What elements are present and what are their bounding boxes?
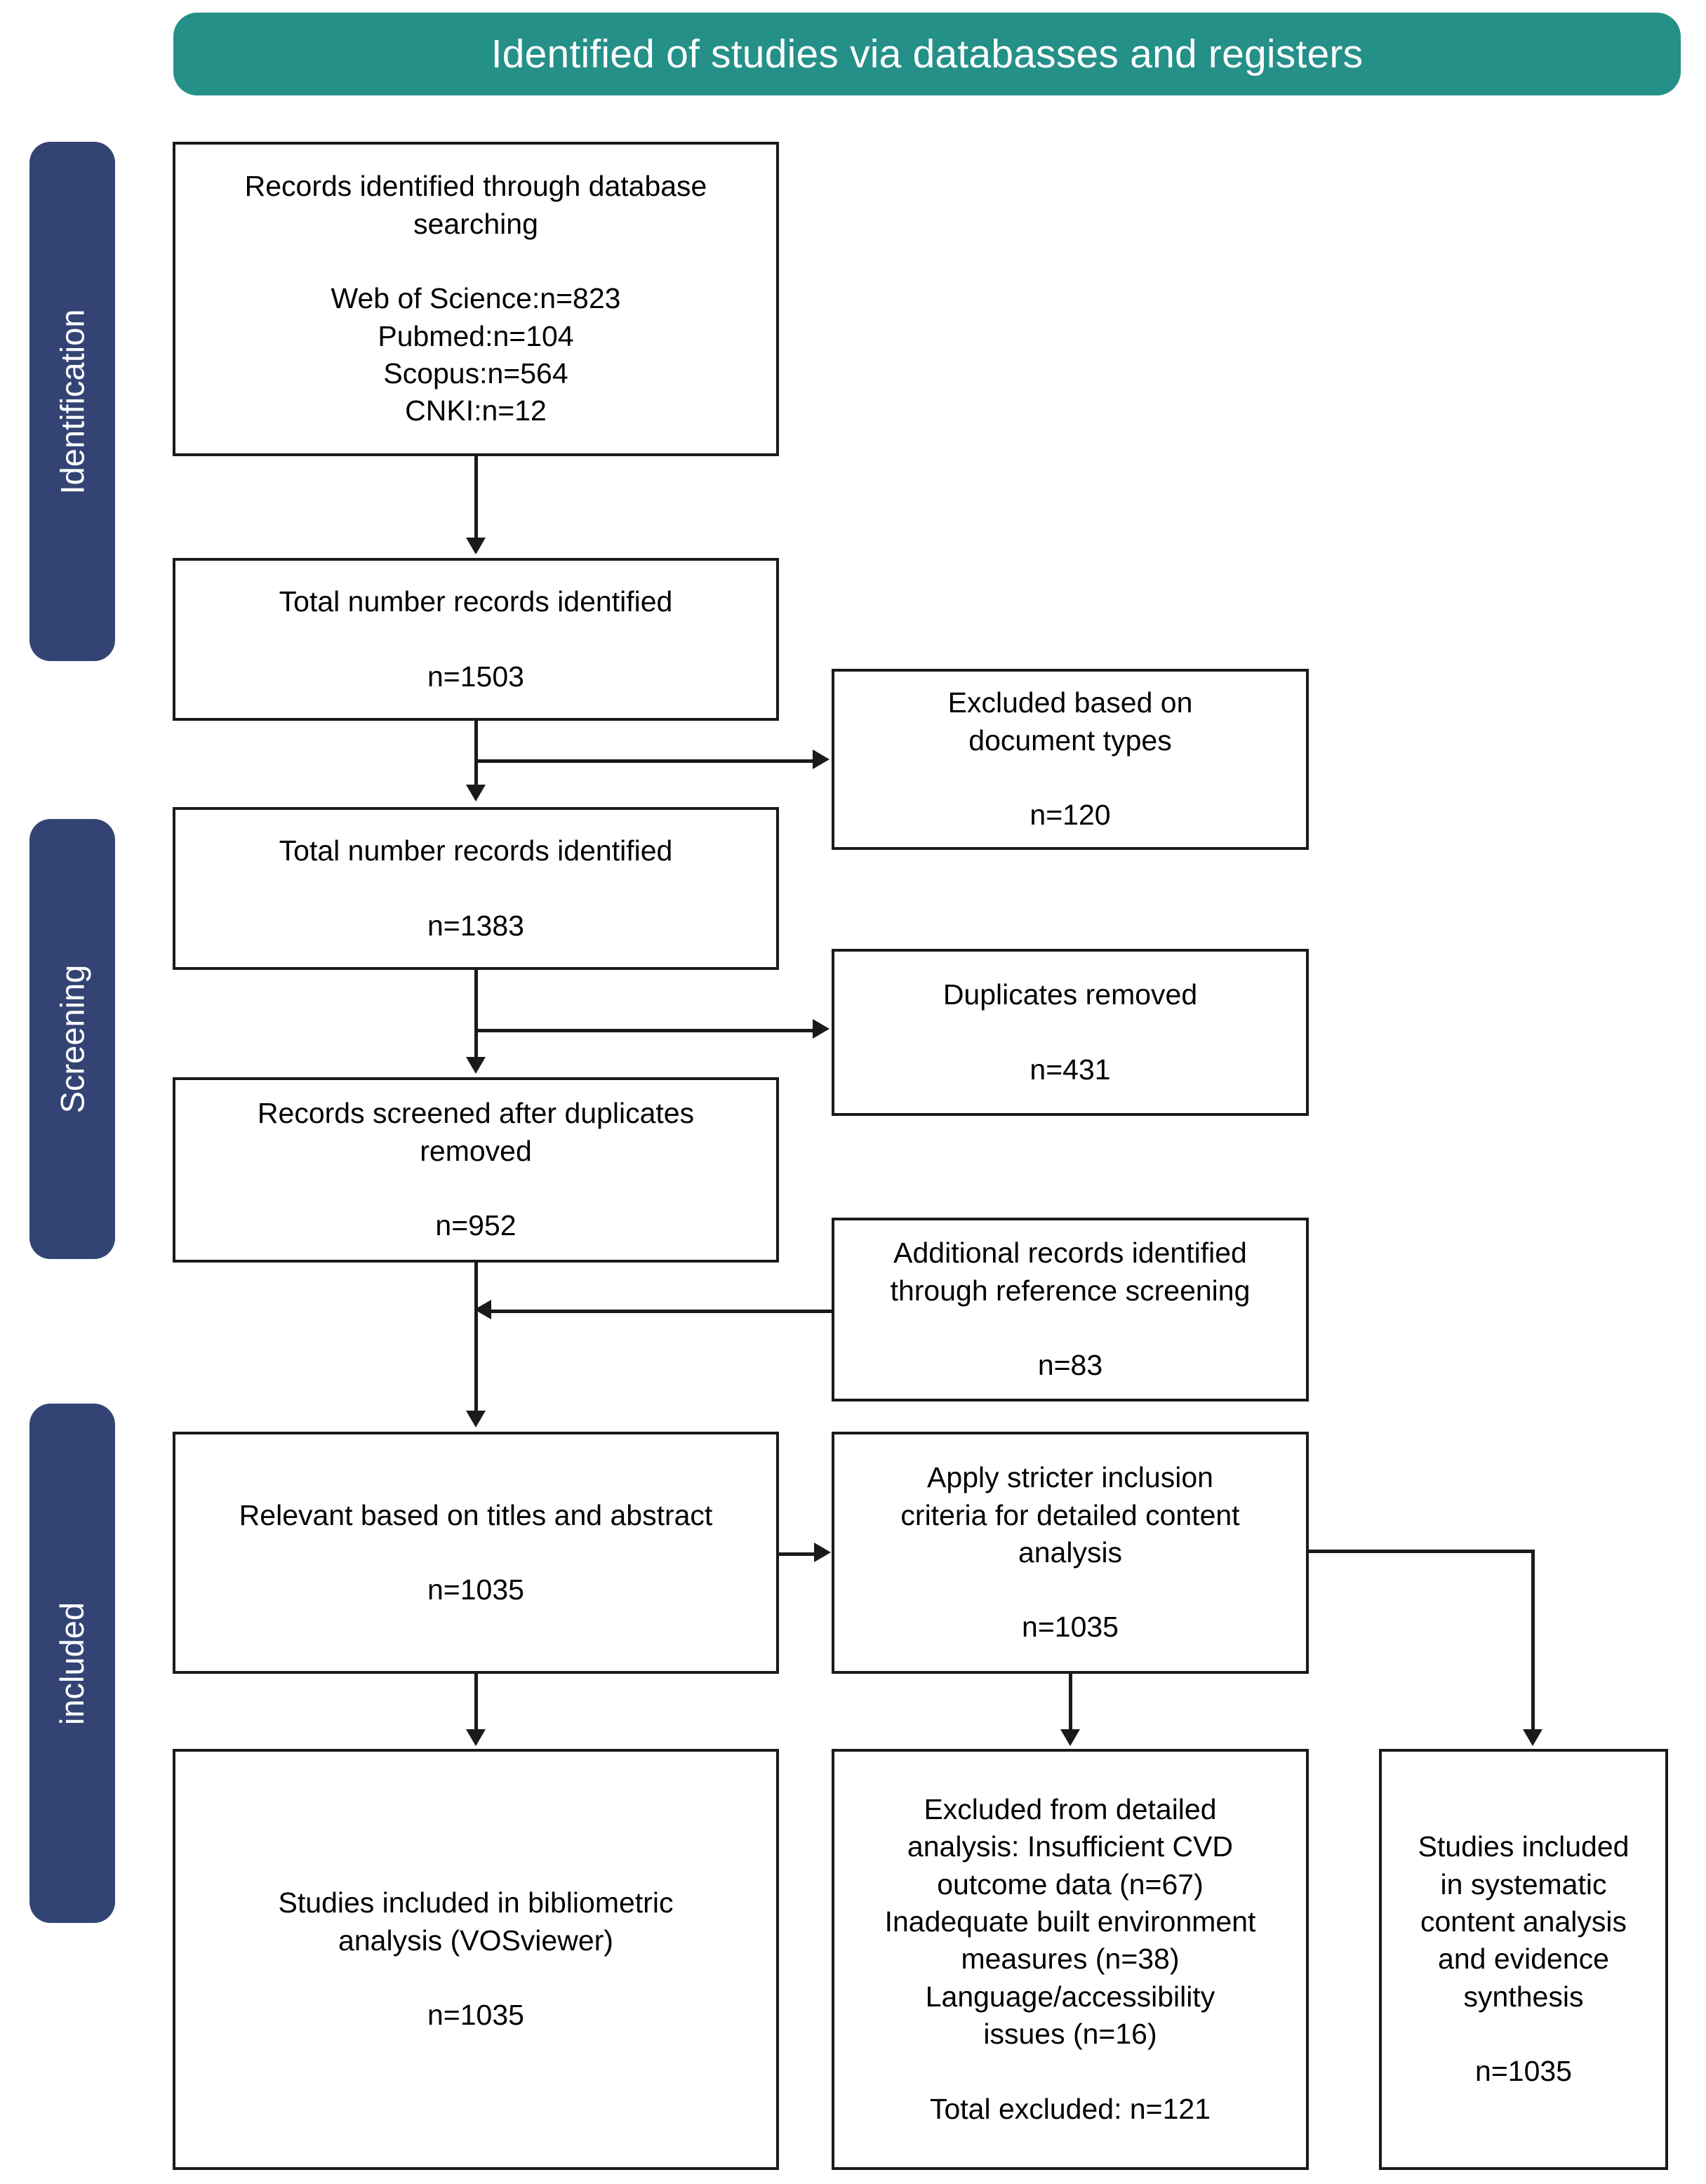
box-total-records-1383: Total number records identified n=1383 <box>173 807 779 970</box>
connector-total1503-to-total1383 <box>474 721 478 787</box>
box-excluded-document-types: Excluded based on document types n=120 <box>832 669 1309 850</box>
banner-title: Identified of studies via databasses and… <box>491 31 1364 76</box>
box-relevant-titles: Relevant based on titles and abstract n=… <box>173 1432 779 1674</box>
box-excluded-detailed-analysis: Excluded from detailed analysis: Insuffi… <box>832 1749 1309 2170</box>
stage-label-identification: Identification <box>29 142 115 661</box>
arrowhead-identified-to-total1503 <box>466 538 486 554</box>
box-total-records-1503-text: Total number records identified n=1503 <box>279 585 673 693</box>
box-records-identified: Records identified through database sear… <box>173 142 779 456</box>
box-total-records-1383-text: Total number records identified n=1383 <box>279 834 673 942</box>
connector-apply-stricter-to-excluded-detailed <box>1069 1674 1072 1732</box>
box-bibliometric-analysis: Studies included in bibliometric analysi… <box>173 1749 779 2170</box>
stage-label-identification-text: Identification <box>53 309 91 494</box>
arrowhead-total1503-to-excluded-doc-types <box>813 750 829 769</box>
connector-total1383-to-duplicates-removed <box>474 1029 814 1032</box>
arrowhead-total1383-to-records-screened <box>466 1057 486 1074</box>
arrowhead-additional-records-to-trunk <box>474 1300 491 1319</box>
arrowhead-records-screened-to-relevant <box>466 1411 486 1427</box>
box-additional-records: Additional records identified through re… <box>832 1218 1309 1401</box>
box-bibliometric-analysis-text: Studies included in bibliometric analysi… <box>278 1886 674 2032</box>
box-systematic-content-analysis-text: Studies included in systematic content a… <box>1418 1830 1630 2088</box>
arrowhead-relevant-to-apply-stricter <box>814 1543 831 1562</box>
box-apply-stricter-criteria: Apply stricter inclusion criteria for de… <box>832 1432 1309 1674</box>
arrowhead-apply-stricter-to-systematic <box>1523 1729 1542 1746</box>
box-records-identified-text: Records identified through database sear… <box>244 170 707 427</box>
box-duplicates-removed-text: Duplicates removed n=431 <box>942 978 1198 1086</box>
box-total-records-1503: Total number records identified n=1503 <box>173 558 779 721</box>
connector-apply-stricter-to-systematic-horizontal <box>1306 1550 1535 1553</box>
stage-label-included-text: included <box>53 1602 91 1725</box>
arrowhead-relevant-to-bibliometric <box>466 1729 486 1746</box>
connector-total1503-to-excluded-doc-types <box>474 759 814 763</box>
connector-apply-stricter-to-systematic-vertical <box>1531 1550 1535 1732</box>
box-systematic-content-analysis: Studies included in systematic content a… <box>1379 1749 1668 2170</box>
connector-total1383-to-records-screened <box>474 970 478 1060</box>
connector-records-screened-to-relevant <box>474 1263 478 1413</box>
box-excluded-document-types-text: Excluded based on document types n=120 <box>947 686 1193 832</box>
connector-additional-records-to-trunk <box>491 1310 833 1313</box>
box-relevant-titles-text: Relevant based on titles and abstract n=… <box>239 1498 713 1606</box>
stage-label-screening-text: Screening <box>53 964 91 1114</box>
stage-label-screening: Screening <box>29 819 115 1259</box>
connector-relevant-to-bibliometric <box>474 1674 478 1732</box>
box-excluded-detailed-analysis-text: Excluded from detailed analysis: Insuffi… <box>884 1793 1256 2125</box>
box-duplicates-removed: Duplicates removed n=431 <box>832 949 1309 1116</box>
arrowhead-total1503-to-total1383 <box>466 785 486 801</box>
connector-identified-to-total1503 <box>474 456 478 539</box>
arrowhead-apply-stricter-to-excluded-detailed <box>1060 1729 1080 1746</box>
box-records-screened: Records screened after duplicates remove… <box>173 1077 779 1263</box>
box-apply-stricter-criteria-text: Apply stricter inclusion criteria for de… <box>900 1461 1240 1644</box>
stage-label-included: included <box>29 1404 115 1923</box>
connector-relevant-to-apply-stricter <box>779 1552 815 1556</box>
diagram-header-banner: Identified of studies via databasses and… <box>173 13 1681 95</box>
arrowhead-total1383-to-duplicates-removed <box>813 1019 829 1039</box>
box-additional-records-text: Additional records identified through re… <box>890 1237 1251 1382</box>
box-records-screened-text: Records screened after duplicates remove… <box>257 1097 695 1242</box>
